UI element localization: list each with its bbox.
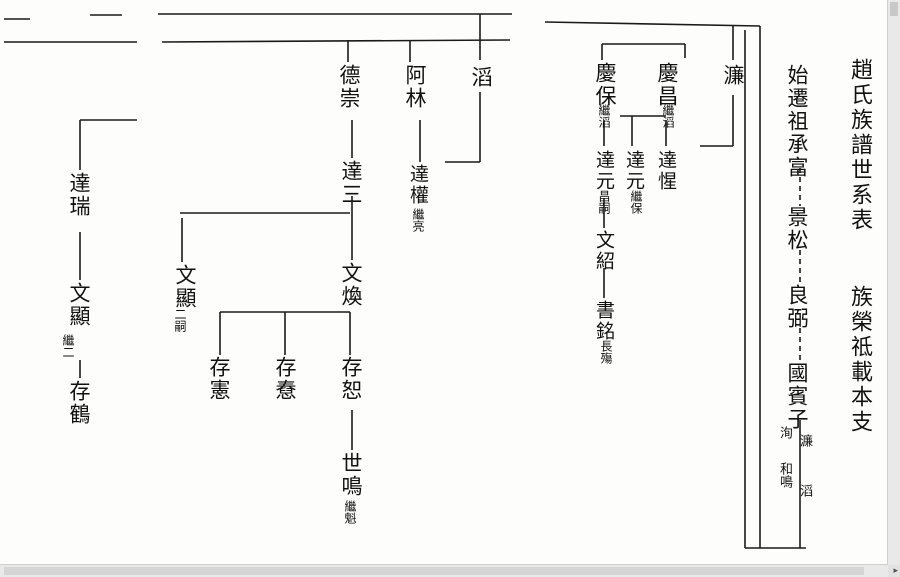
gen4-name: 國賓子: [785, 362, 809, 431]
daquan-name: 達權: [407, 164, 429, 206]
scroll-right-arrow-icon[interactable]: ▸: [893, 566, 898, 576]
horizontal-scroll-thumb[interactable]: [4, 567, 864, 575]
qingchang-note: 繼滔: [661, 104, 675, 128]
cunchong-name: 存憃: [273, 356, 297, 402]
vertical-scroll-thumb[interactable]: [890, 2, 898, 16]
gen2-name: 景松: [785, 206, 809, 252]
shiming-note: 繼魁: [343, 500, 357, 524]
wenshao-name: 文紹: [593, 230, 615, 272]
cunhe-name: 存鶴: [67, 380, 91, 426]
wenxian-note-left: 繼二: [61, 334, 75, 358]
dayuan-note-1: 繼保: [629, 190, 643, 214]
horizontal-scrollbar[interactable]: [0, 564, 888, 577]
gen5-name-tao: 滔: [797, 484, 812, 497]
qingbao-name: 慶保: [593, 62, 617, 108]
wenxian-name-tao: 文顯: [173, 264, 197, 310]
darui-name: 達瑞: [67, 172, 91, 218]
dechong-name: 德崇: [337, 64, 361, 110]
cunxian-name: 存憲: [207, 356, 231, 402]
alin-name: 阿林: [403, 64, 427, 110]
daxing-name: 達惺: [655, 150, 677, 192]
gen3-name: 良弼: [785, 284, 809, 330]
genealogy-title: 趙氏族譜世系表: [847, 58, 872, 233]
progenitor-name: 始遷祖承富: [785, 64, 809, 179]
scroll-corner: ▸: [888, 565, 900, 577]
shiming-name: 世鳴: [339, 452, 363, 498]
wenxian-name-left: 文顯: [67, 282, 91, 328]
tao-name: 滔: [469, 66, 493, 89]
dayuan-name-2: 達元: [593, 150, 615, 192]
shuming-name: 書銘: [593, 300, 615, 342]
shuming-note: 長殤: [599, 340, 613, 364]
gen5-name-lian: 濂: [797, 434, 812, 447]
cunshu-name: 存恕: [339, 356, 363, 402]
gen5-name-xun: 洵: [777, 426, 792, 439]
daquan-note: 繼亮: [411, 208, 425, 232]
qingbao-note: 繼滔: [597, 104, 611, 128]
dayuan-note-2: 昌嗣: [597, 190, 611, 214]
wenhuan-name: 文煥: [339, 262, 363, 308]
dasan-name: 達三: [339, 160, 363, 206]
gen5-name-heming: 和鳴: [777, 462, 792, 488]
wenxian-note-tao: 二嗣: [173, 308, 187, 332]
dayuan-name-1: 達元: [623, 150, 645, 192]
lian-name: 濂: [721, 64, 745, 87]
qingchang-name: 慶昌: [655, 62, 679, 108]
vertical-scrollbar[interactable]: [887, 0, 900, 565]
genealogy-subtitle: 族榮祗載本支: [847, 285, 872, 435]
